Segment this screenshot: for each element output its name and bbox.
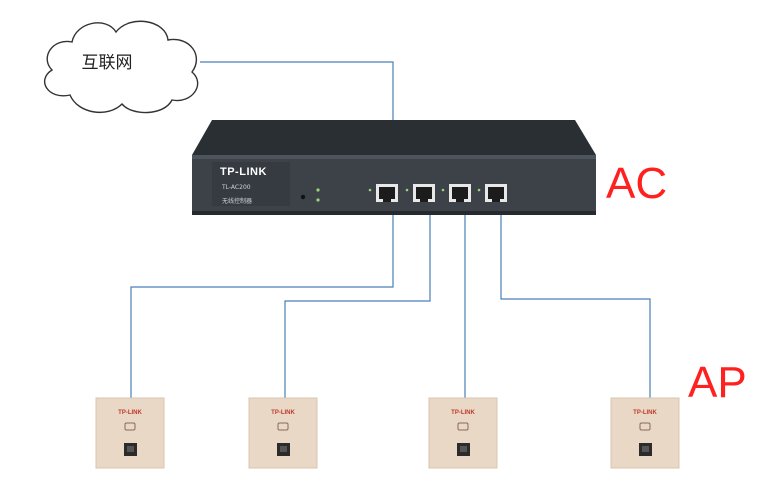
ap2-brand: TP-LINK — [271, 410, 295, 416]
ac-controller-device — [192, 120, 596, 215]
ac-to-ap4-link — [500, 215, 651, 402]
internet-cloud-icon — [43, 20, 199, 114]
controller-type: 无线控制器 — [222, 198, 253, 205]
access-point-3 — [428, 397, 498, 469]
controller-brand: TP-LINK — [220, 166, 267, 178]
access-point-2 — [248, 397, 318, 469]
internet-label: 互联网 — [81, 53, 133, 73]
access-point-4 — [610, 397, 680, 469]
port-1-icon — [376, 184, 398, 202]
ac-role-label: AC — [606, 159, 668, 208]
controller-model: TL-AC200 — [222, 184, 251, 191]
port-4-icon — [485, 184, 507, 202]
access-point-1 — [95, 397, 165, 469]
ap3-brand: TP-LINK — [451, 410, 475, 416]
port-3-icon — [449, 184, 471, 202]
ethernet-ports — [376, 184, 507, 202]
ac-to-ap2-link — [284, 215, 431, 402]
internet-to-ac-link — [200, 61, 394, 125]
ap1-brand: TP-LINK — [118, 410, 142, 416]
ap4-brand: TP-LINK — [633, 410, 657, 416]
port-2-icon — [413, 184, 435, 202]
ap-role-label: AP — [688, 358, 747, 407]
ac-to-ap1-link — [130, 215, 394, 402]
connection-lines — [130, 61, 651, 402]
